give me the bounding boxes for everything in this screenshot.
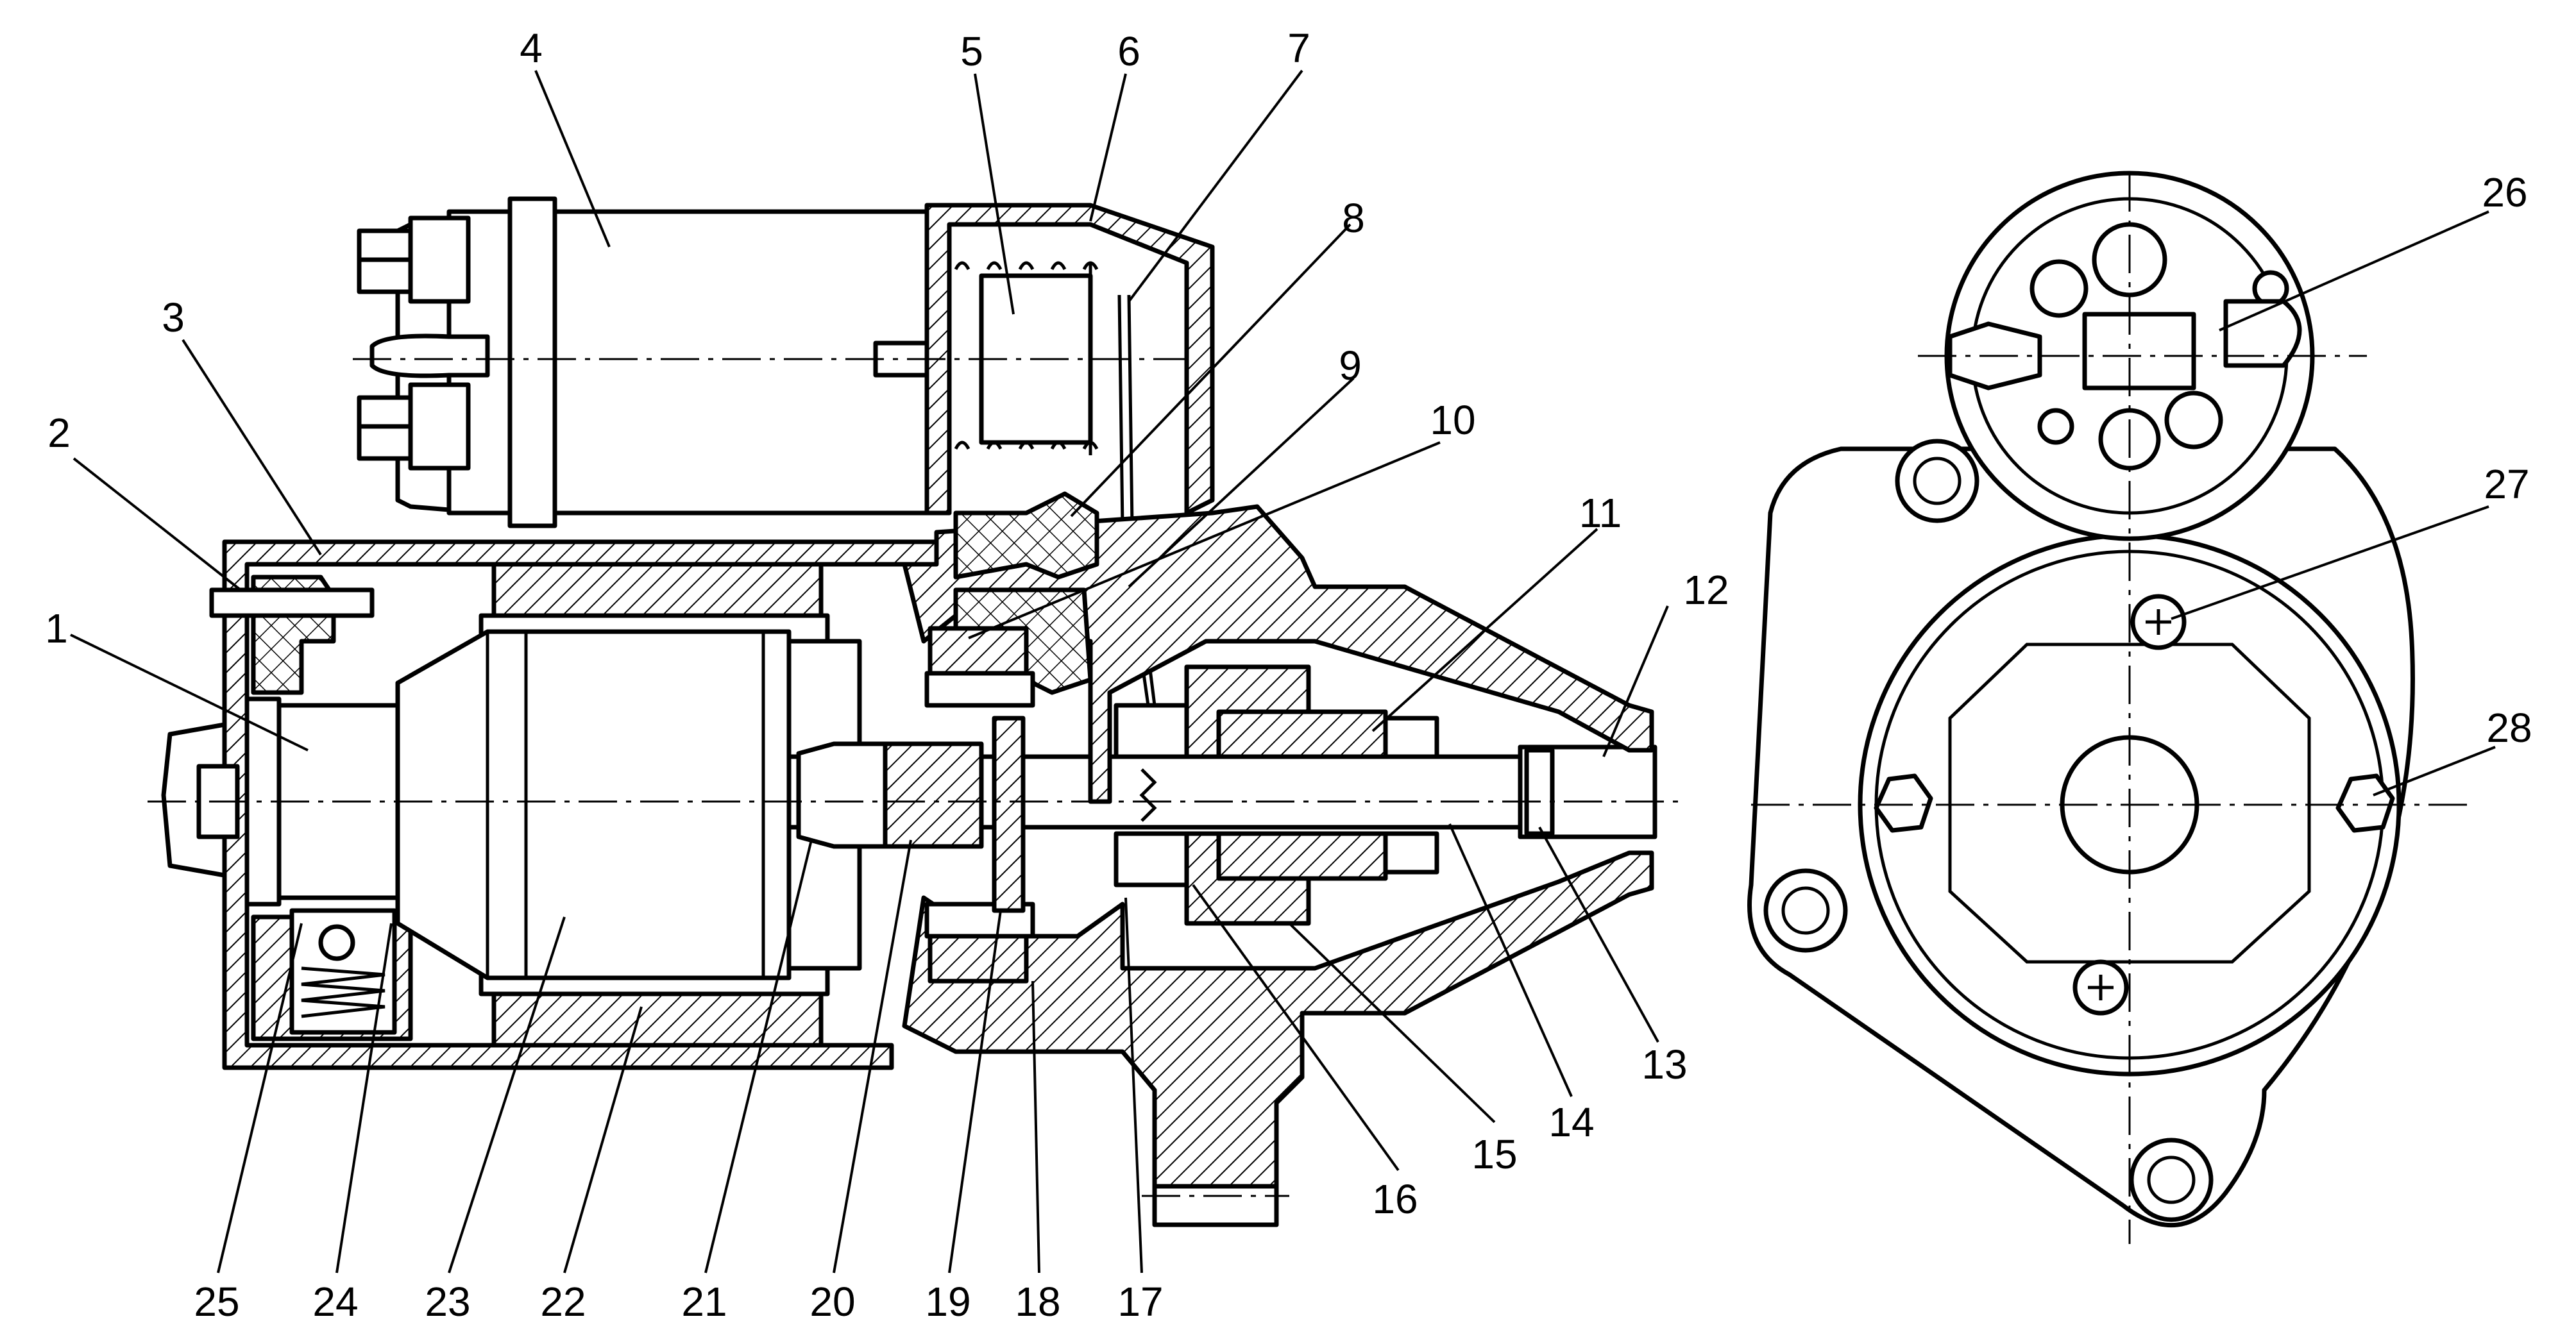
label-18: 18 (1015, 1279, 1060, 1325)
label-11: 11 (1579, 490, 1622, 536)
label-6: 6 (1117, 28, 1140, 74)
label-10: 10 (1430, 397, 1475, 443)
label-8: 8 (1342, 195, 1365, 241)
label-28: 28 (2486, 705, 2532, 751)
label-9: 9 (1339, 342, 1362, 389)
label-16: 16 (1372, 1176, 1418, 1222)
label-14: 14 (1548, 1099, 1594, 1145)
label-7: 7 (1287, 25, 1310, 71)
label-13: 13 (1641, 1041, 1687, 1088)
leader-lines (70, 69, 2496, 1273)
label-23: 23 (425, 1279, 470, 1325)
label-27: 27 (2484, 461, 2529, 507)
label-26: 26 (2482, 169, 2527, 215)
label-15: 15 (1471, 1131, 1517, 1177)
solenoid (353, 196, 1215, 706)
label-19: 19 (925, 1279, 970, 1325)
label-22: 22 (540, 1279, 586, 1325)
part-number-labels: 1 2 3 4 5 6 7 8 9 10 11 12 13 14 15 16 1… (45, 25, 2532, 1325)
section-view (148, 196, 1687, 1227)
label-24: 24 (312, 1279, 358, 1325)
label-20: 20 (809, 1279, 855, 1325)
label-1: 1 (45, 605, 68, 651)
label-5: 5 (960, 28, 983, 74)
label-12: 12 (1683, 567, 1729, 613)
label-25: 25 (194, 1279, 239, 1325)
label-17: 17 (1117, 1279, 1163, 1325)
label-21: 21 (681, 1279, 727, 1325)
label-2: 2 (47, 410, 71, 456)
label-4: 4 (520, 25, 543, 71)
label-3: 3 (162, 294, 185, 340)
end-view (1747, 171, 2476, 1244)
drive-housing (796, 491, 1654, 1227)
